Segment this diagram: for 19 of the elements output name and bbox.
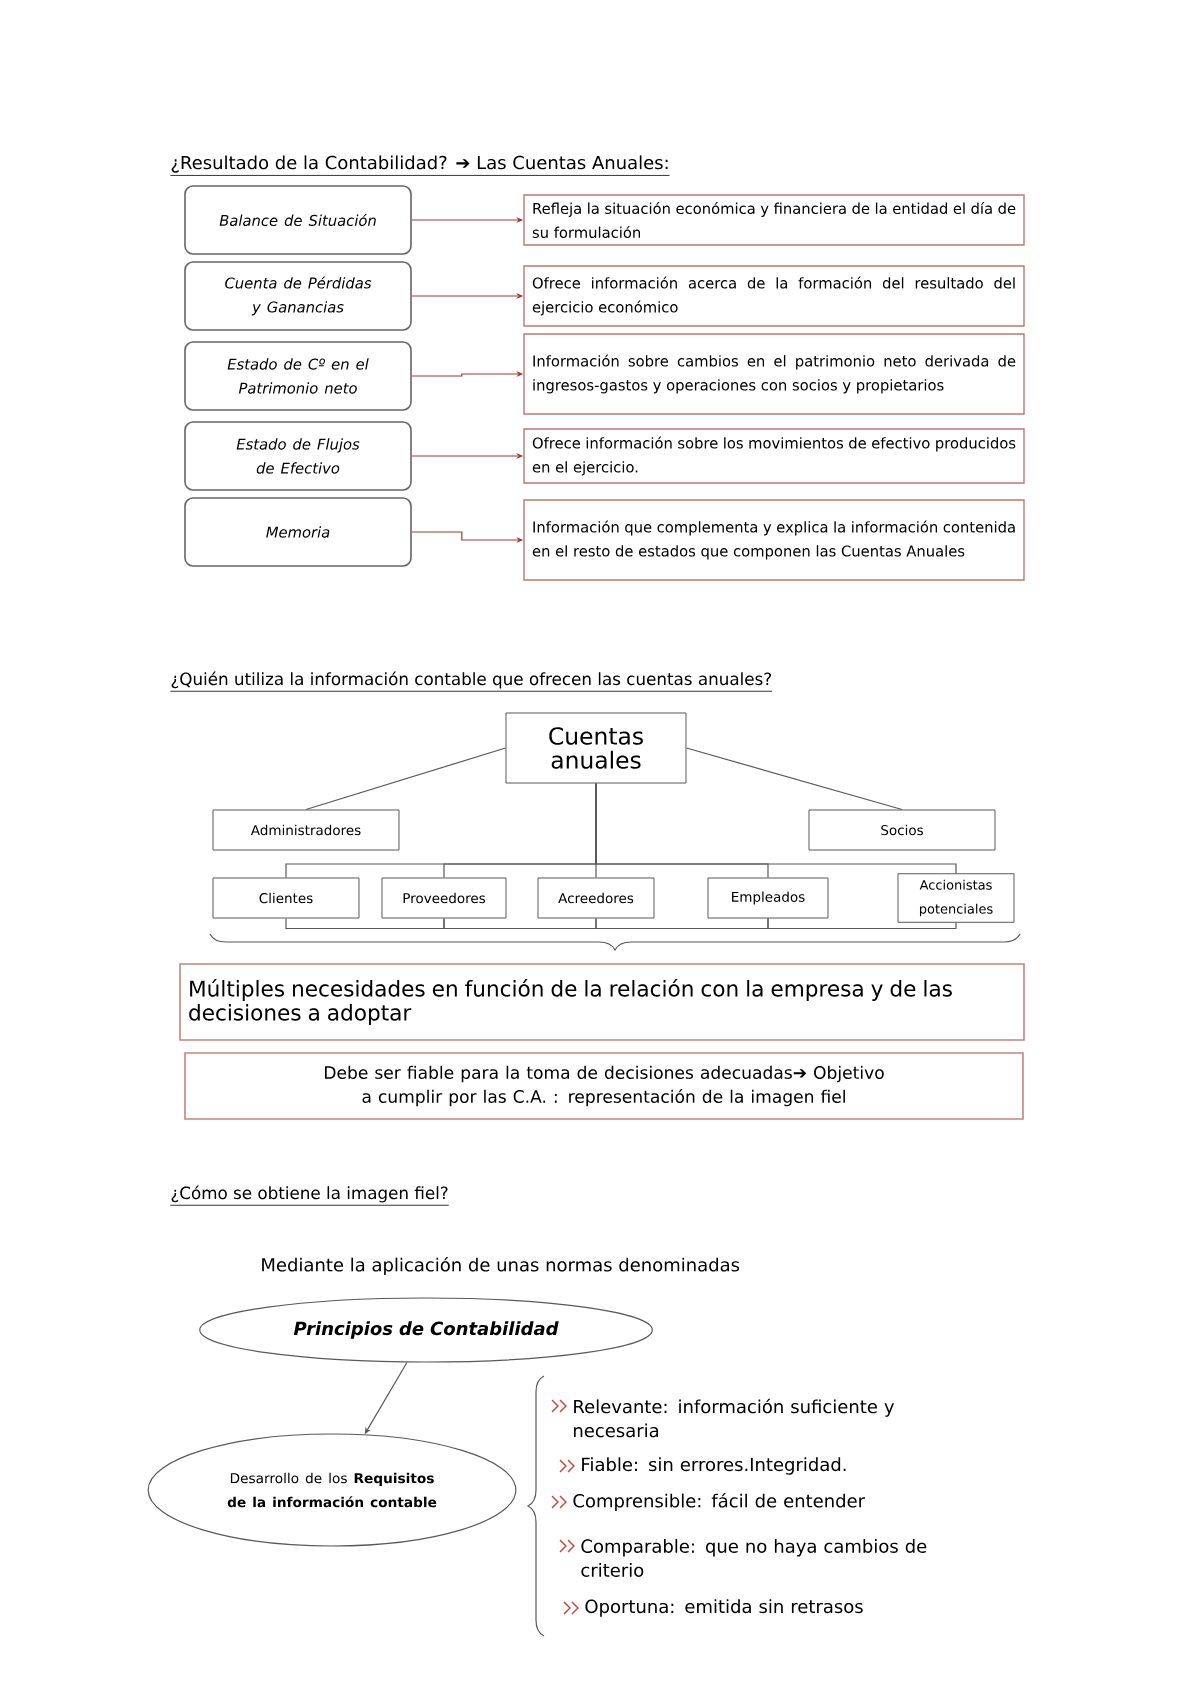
list-item: Fiable: sin errores.Integridad.: [582, 1457, 846, 1475]
connector: [595, 917, 769, 930]
connector: [595, 782, 957, 874]
conclusion-box: Debe ser fiable para la toma de decisiones adecuadas➔ Objetivo a cumplir por las C.A. : representación de la imagen fiel: [184, 1052, 1024, 1120]
section-heading: ¿Resultado de la Contabilidad? ➔ Las Cuentas Anuales:: [170, 155, 670, 176]
list-item: Comprensible: fácil de entender: [573, 1492, 866, 1512]
list-item: Oportuna: emitida sin retrasos: [585, 1599, 863, 1617]
summary-box: Múltiples necesidades en función de la relación con la empresa y de las decisiones a adoptar: [179, 963, 1025, 1041]
connector: [685, 747, 903, 811]
connector: [305, 747, 507, 811]
root-box: Cuentas anuales: [505, 712, 687, 784]
list-item: Comparable: que no haya cambios de criterio: [581, 1539, 927, 1577]
connector: [443, 917, 597, 930]
connector: [767, 917, 957, 930]
list-item: Relevante: información suficiente y necesaria: [574, 1398, 895, 1438]
section-heading: ¿Quién utiliza la información contable que ofrecen las cuentas anuales?: [170, 671, 773, 692]
section-heading: ¿Cómo se obtiene la imagen fiel?: [170, 1185, 450, 1206]
connector: [285, 917, 445, 930]
intro-text: Mediante la aplicación de unas normas denominadas: [262, 1256, 740, 1276]
